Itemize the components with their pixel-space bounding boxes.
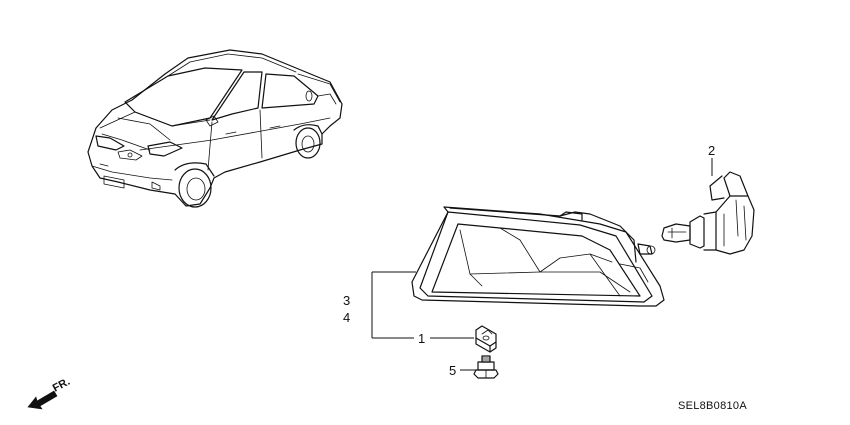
- callout-part-4: 4: [343, 310, 350, 325]
- callout-part-3: 3: [343, 293, 350, 308]
- callout-part-5: 5: [449, 363, 456, 378]
- bolt-icon: [473, 355, 499, 379]
- vehicle-illustration-icon: [87, 49, 343, 208]
- bulb-icon: [661, 171, 755, 255]
- front-indicator-label: FR.: [51, 376, 72, 395]
- clip-nut-icon: [475, 325, 497, 353]
- callout-part-1: 1: [418, 331, 425, 346]
- callout-part-2: 2: [708, 143, 715, 158]
- front-arrow-icon: [27, 390, 58, 410]
- leader-lines: [371, 158, 713, 371]
- fog-lamp-assembly-icon: [411, 206, 665, 307]
- diagram-code: SEL8B0810A: [678, 400, 747, 412]
